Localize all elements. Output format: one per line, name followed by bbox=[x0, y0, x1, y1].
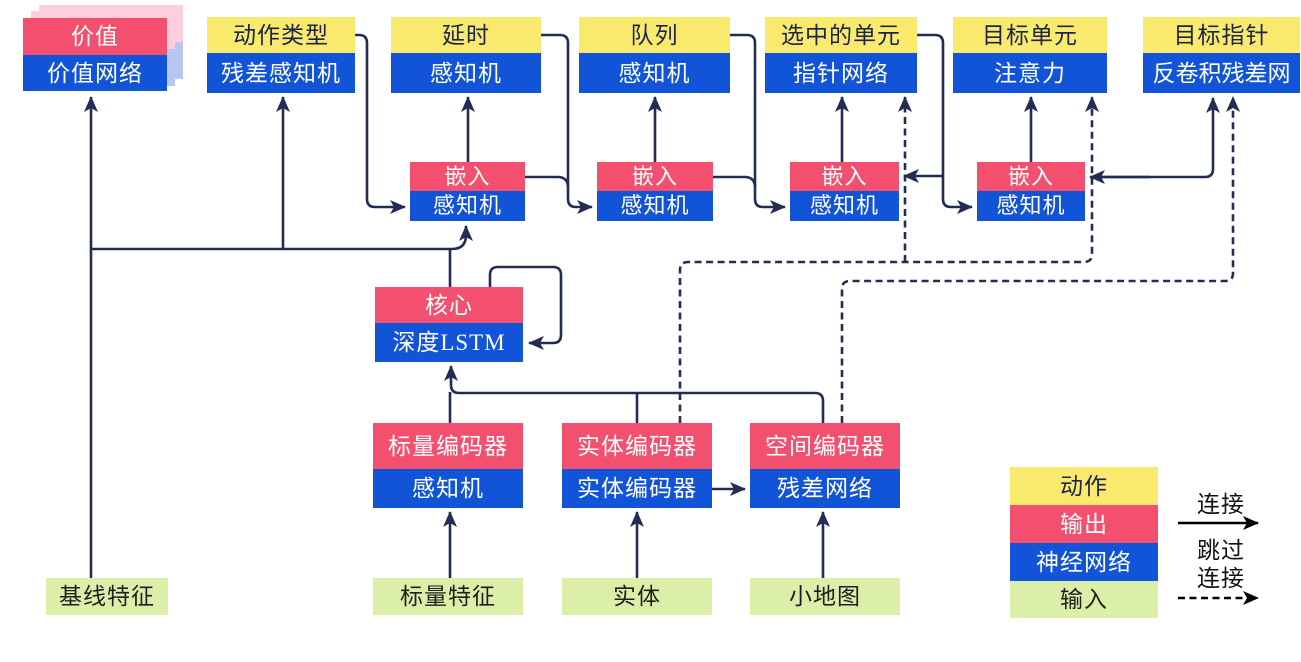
edge-embed2-join bbox=[713, 175, 757, 188]
edge-embed1-join bbox=[525, 175, 570, 188]
selected-units-network-label: 指针网络 bbox=[765, 53, 917, 93]
entities-label: 实体 bbox=[562, 578, 712, 615]
queue-label: 队列 bbox=[579, 17, 730, 53]
node-embed1: 嵌入 感知机 bbox=[410, 162, 525, 221]
action-type-network-label: 残差感知机 bbox=[207, 53, 355, 93]
embed3-label: 嵌入 bbox=[790, 162, 899, 191]
skip-spatialenc-to-targetpoint bbox=[840, 96, 1240, 423]
node-queue: 队列 感知机 bbox=[579, 17, 730, 93]
edge-actiontype-to-embed1 bbox=[355, 33, 406, 214]
embed3-network-label: 感知机 bbox=[790, 191, 899, 221]
target-unit-network-label: 注意力 bbox=[953, 53, 1107, 93]
node-target-point: 目标指针 反卷积残差网 bbox=[1143, 17, 1300, 93]
node-minimap: 小地图 bbox=[750, 578, 900, 615]
spatial-encoder-network-label: 残差网络 bbox=[750, 469, 900, 508]
node-embed4: 嵌入 感知机 bbox=[977, 162, 1085, 221]
skip-entityenc-to-targetunit bbox=[678, 96, 1099, 423]
legend-input-label: 输入 bbox=[1010, 581, 1158, 618]
legend-skip-label-line2: 连接 bbox=[1197, 565, 1245, 591]
embed4-label: 嵌入 bbox=[977, 162, 1085, 191]
node-embed3: 嵌入 感知机 bbox=[790, 162, 899, 221]
node-scalar-encoder: 标量编码器 感知机 bbox=[373, 423, 523, 508]
value-output-label: 价值 bbox=[23, 18, 167, 55]
delay-network-label: 感知机 bbox=[391, 53, 541, 93]
legend-output-label: 输出 bbox=[1010, 505, 1158, 543]
core-network-label: 深度LSTM bbox=[375, 323, 523, 362]
queue-network-label: 感知机 bbox=[579, 53, 730, 93]
embed2-network-label: 感知机 bbox=[597, 191, 713, 221]
value-network-label: 价值网络 bbox=[23, 55, 167, 91]
node-scalar-features: 标量特征 bbox=[373, 578, 523, 615]
embed2-label: 嵌入 bbox=[597, 162, 713, 191]
legend-action-label: 动作 bbox=[1010, 467, 1158, 505]
embed1-label: 嵌入 bbox=[410, 162, 525, 191]
node-entity-encoder: 实体编码器 实体编码器 bbox=[562, 423, 712, 508]
legend-swatches: 动作 输出 神经网络 输入 bbox=[1010, 467, 1158, 618]
entity-encoder-label: 实体编码器 bbox=[562, 423, 712, 469]
node-entities: 实体 bbox=[562, 578, 712, 615]
embed4-network-label: 感知机 bbox=[977, 191, 1085, 221]
node-delay: 延时 感知机 bbox=[391, 17, 541, 93]
edge-delay-to-embed2 bbox=[541, 33, 593, 214]
legend-connection-label: 连接 bbox=[1197, 491, 1245, 517]
node-core: 核心 深度LSTM bbox=[375, 287, 523, 362]
node-action-type: 动作类型 残差感知机 bbox=[207, 17, 355, 93]
edge-core-self-loop bbox=[488, 265, 563, 350]
node-value: 价值 价值网络 bbox=[23, 18, 167, 91]
edge-selectedunits-to-embed4 bbox=[917, 33, 973, 214]
legend-network-label: 神经网络 bbox=[1010, 543, 1158, 581]
entity-encoder-network-label: 实体编码器 bbox=[562, 469, 712, 508]
node-selected-units: 选中的单元 指针网络 bbox=[765, 17, 917, 93]
legend-skip-label-line1: 跳过 bbox=[1197, 537, 1245, 563]
scalar-encoder-label: 标量编码器 bbox=[373, 423, 523, 469]
delay-label: 延时 bbox=[391, 17, 541, 53]
action-type-label: 动作类型 bbox=[207, 17, 355, 53]
edge-core-distribution bbox=[91, 225, 473, 251]
node-embed2: 嵌入 感知机 bbox=[597, 162, 713, 221]
baseline-features-label: 基线特征 bbox=[46, 578, 168, 615]
node-baseline-features: 基线特征 bbox=[46, 578, 168, 615]
target-point-label: 目标指针 bbox=[1143, 17, 1300, 53]
selected-units-label: 选中的单元 bbox=[765, 17, 917, 53]
edge-embed4-to-targetpoint bbox=[1092, 97, 1220, 179]
target-point-network-label: 反卷积残差网 bbox=[1143, 53, 1300, 93]
edge-encoders-to-core bbox=[444, 365, 825, 423]
edge-queue-to-embed3 bbox=[730, 33, 786, 214]
node-spatial-encoder: 空间编码器 残差网络 bbox=[750, 423, 900, 508]
node-target-unit: 目标单元 注意力 bbox=[953, 17, 1107, 93]
scalar-features-label: 标量特征 bbox=[373, 578, 523, 615]
core-label: 核心 bbox=[375, 287, 523, 323]
target-unit-label: 目标单元 bbox=[953, 17, 1107, 53]
spatial-encoder-label: 空间编码器 bbox=[750, 423, 900, 469]
scalar-encoder-network-label: 感知机 bbox=[373, 469, 523, 508]
embed1-network-label: 感知机 bbox=[410, 191, 525, 221]
minimap-label: 小地图 bbox=[750, 578, 900, 615]
